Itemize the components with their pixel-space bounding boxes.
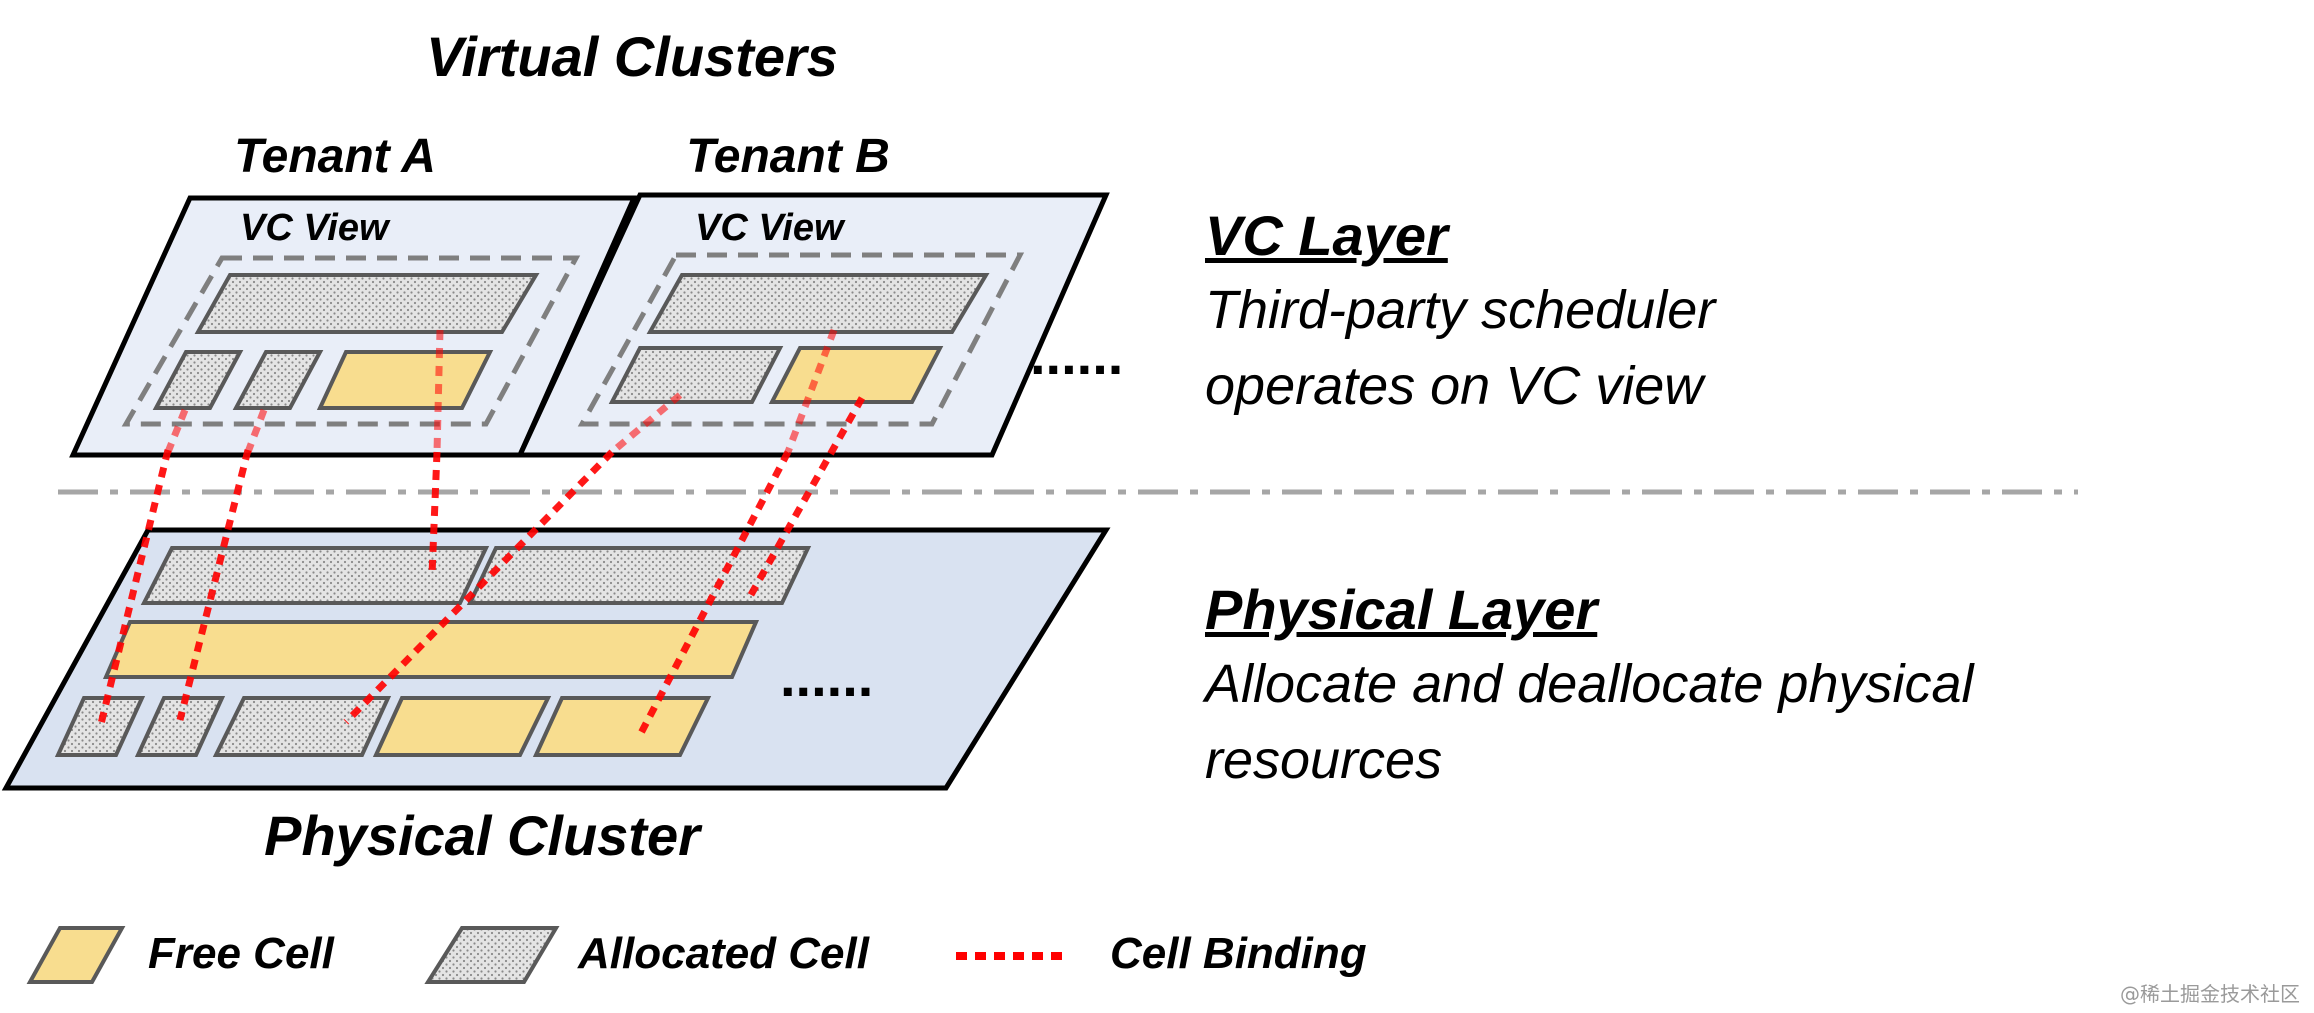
free-cell [372, 696, 552, 757]
allocated-cell [466, 546, 812, 605]
legend-allocated-swatch [424, 926, 560, 984]
physical-cluster-label: Physical Cluster [264, 804, 703, 867]
free-cell [768, 346, 944, 404]
vc-view-b-label: VC View [695, 207, 846, 249]
legend-free-label: Free Cell [148, 929, 335, 978]
allocated-cell [54, 696, 146, 757]
vc-layer-description: VC Layer Third-party scheduler operates … [1205, 200, 2205, 424]
physical-cluster-panel: ...... [1, 527, 1111, 791]
binding-line [784, 328, 838, 454]
tenant-a-vc-panel: VC View [69, 195, 638, 458]
legend: Free Cell Allocated Cell Cell Binding [26, 926, 1367, 984]
binding-line [96, 449, 172, 729]
allocated-cell [212, 696, 392, 757]
legend-allocated-label: Allocated Cell [577, 929, 870, 978]
free-cell [102, 620, 760, 679]
tenant-b-vc-panel: VC View [516, 192, 1110, 458]
tenant-b-label: Tenant B [686, 130, 890, 183]
physical-layer-text: Allocate and deallocate physical resourc… [1205, 654, 1974, 790]
virtual-clusters-title: Virtual Clusters [426, 25, 838, 88]
free-cell [316, 350, 494, 410]
legend-free-swatch [26, 926, 126, 984]
vc-ellipsis: ...... [1030, 323, 1123, 386]
vc-view-b-box [577, 252, 1025, 427]
binding-line [744, 396, 866, 602]
cell-bindings-upper [164, 328, 838, 455]
physical-ellipsis: ...... [780, 645, 873, 708]
physical-layer-description: Physical Layer Allocate and deallocate p… [1205, 574, 2265, 798]
binding-line [343, 449, 615, 725]
vc-layer-header: VC Layer [1205, 204, 1448, 267]
vc-view-a-label: VC View [240, 207, 391, 249]
binding-line [428, 451, 441, 576]
binding-line [433, 329, 444, 453]
allocated-cell [194, 273, 540, 334]
binding-line [244, 408, 268, 454]
legend-binding-label: Cell Binding [1110, 929, 1367, 978]
tenant-a-label: Tenant A [234, 130, 436, 183]
allocated-cell [646, 273, 990, 334]
free-cell [532, 696, 712, 757]
allocated-cell [232, 350, 324, 410]
vc-view-a-box [121, 255, 581, 427]
binding-line [164, 408, 189, 454]
allocated-cell [608, 346, 784, 404]
physical-layer-header: Physical Layer [1205, 578, 1598, 641]
allocated-cell [140, 546, 490, 605]
allocated-cell [134, 696, 226, 757]
watermark: @稀土掘金技术社区 [2120, 982, 2300, 1006]
allocated-cell [152, 350, 244, 410]
cell-bindings [96, 396, 866, 737]
binding-line [609, 392, 683, 455]
vc-layer-text: Third-party scheduler operates on VC vie… [1205, 280, 1716, 416]
